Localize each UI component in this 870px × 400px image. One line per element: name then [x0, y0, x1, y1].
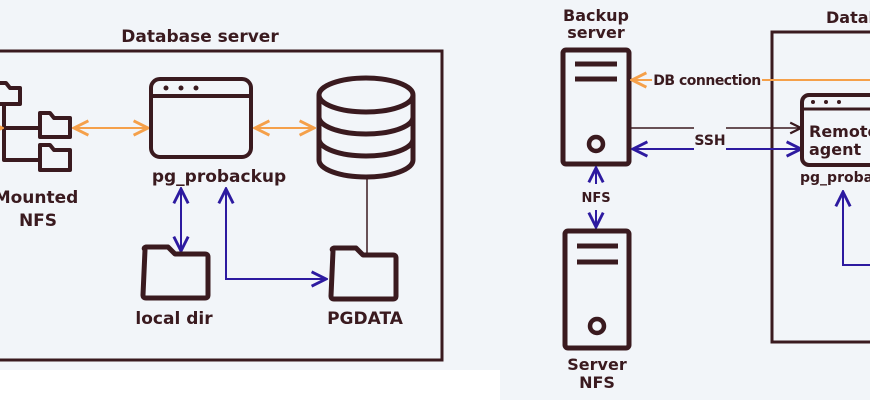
remote-agent-label-line1: Remote — [809, 122, 870, 141]
db-connection-label: DB connection — [653, 73, 760, 89]
blank-area — [0, 370, 500, 400]
database-server-label: Database server — [121, 27, 279, 47]
backup-server-label-line2: server — [567, 23, 625, 42]
folder-icon — [328, 245, 399, 302]
database-cylinder-icon — [316, 75, 416, 180]
right-diagram: Datab Backup server DB connection SSH — [560, 6, 870, 392]
folder-icon — [140, 244, 211, 301]
nfs-link-label: NFS — [581, 191, 610, 206]
database-server-container-right — [770, 30, 870, 344]
connection-agent-pgdata — [843, 192, 870, 266]
database-server-label-right: Datab — [826, 8, 870, 27]
app-window-icon — [149, 77, 253, 159]
remote-agent-pg-probackup-label: pg_proba — [800, 170, 870, 186]
folder-tree-icon — [0, 81, 72, 172]
mounted-nfs-label-line2: NFS — [19, 211, 57, 231]
pgdata-label: PGDATA — [327, 309, 404, 329]
database-server-container — [0, 49, 444, 362]
server-nfs-label-line1: Server — [567, 355, 627, 374]
mounted-nfs-label-line1: Mounted — [0, 188, 78, 208]
backup-server-label-line1: Backup — [563, 6, 629, 25]
ssh-label: SSH — [694, 133, 725, 149]
local-dir-label: local dir — [135, 309, 213, 329]
connection-pg-probackup-pgdata — [226, 189, 326, 279]
app-window-icon — [800, 93, 870, 167]
pg-probackup-label: pg_probackup — [152, 167, 286, 187]
left-diagram: Database server Mounted NFS pg_probackup — [0, 27, 444, 362]
remote-agent-label-line2: agent — [809, 140, 861, 159]
server-tower-icon — [562, 228, 632, 351]
server-nfs-label-line2: NFS — [579, 373, 615, 392]
server-tower-icon — [560, 47, 632, 167]
